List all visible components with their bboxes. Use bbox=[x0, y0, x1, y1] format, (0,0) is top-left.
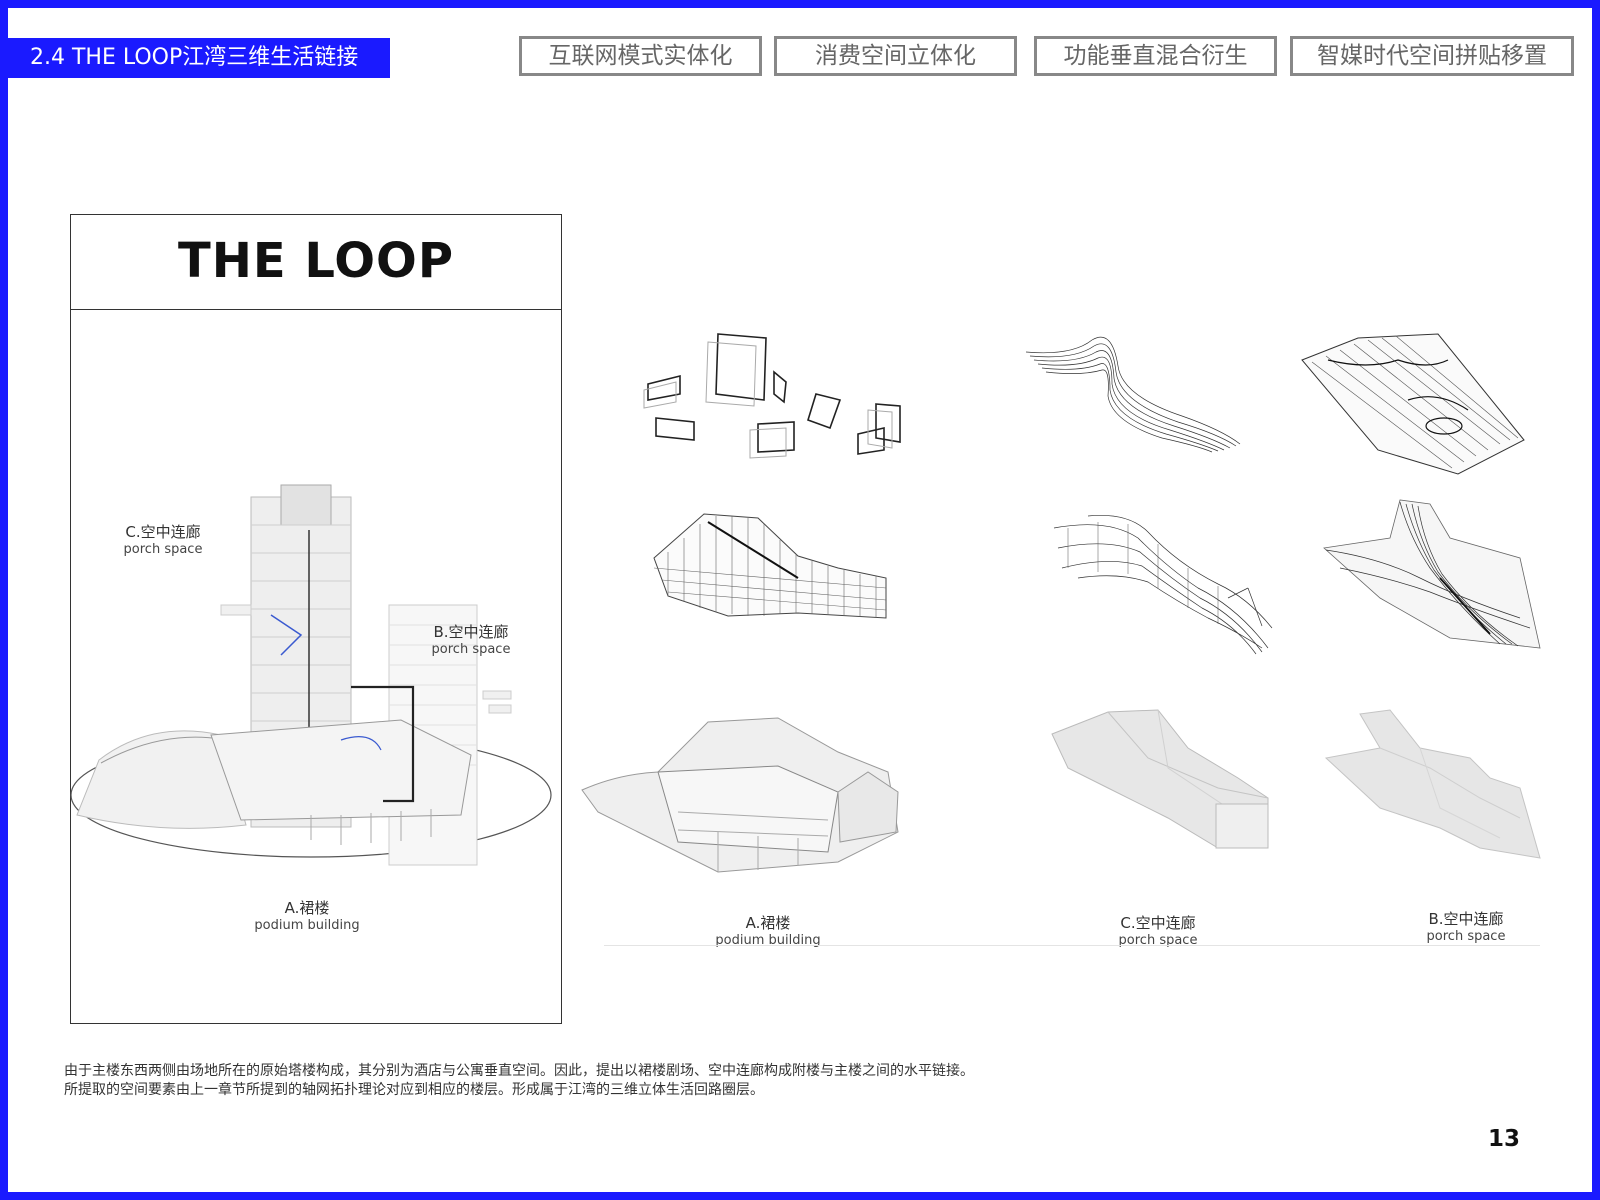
porch-b-lines-drawing bbox=[1301, 333, 1525, 475]
label-a-cn: A.裙楼 bbox=[284, 899, 330, 917]
description-line-1: 由于主楼东西两侧由场地所在的原始塔楼构成，其分别为酒店与公寓垂直空间。因此，提出… bbox=[64, 1063, 974, 1079]
column-podium-en: podium building bbox=[715, 933, 821, 948]
porch-c-massing-drawing bbox=[1051, 709, 1269, 849]
loop-panel: THE LOOP bbox=[70, 214, 562, 1024]
tab-consumer-space[interactable]: 消费空间立体化 bbox=[774, 36, 1017, 76]
label-a-en: podium building bbox=[254, 918, 360, 933]
label-c-porch: C.空中连廊 porch space bbox=[97, 523, 229, 559]
label-b-cn: B.空中连廊 bbox=[433, 623, 509, 641]
panel-header: THE LOOP bbox=[71, 215, 561, 310]
tab-vertical-mix[interactable]: 功能垂直混合衍生 bbox=[1034, 36, 1277, 76]
column-porch-c-en: porch space bbox=[1118, 933, 1198, 948]
label-c-en: porch space bbox=[123, 542, 203, 557]
podium-frames-drawing bbox=[643, 333, 901, 459]
description-text: 由于主楼东西两侧由场地所在的原始塔楼构成，其分别为酒店与公寓垂直空间。因此，提出… bbox=[64, 1062, 1164, 1100]
label-a-podium: A.裙楼 podium building bbox=[231, 899, 383, 935]
porch-b-mesh-drawing bbox=[1323, 499, 1541, 649]
label-c-cn: C.空中连廊 bbox=[125, 523, 201, 541]
porch-c-mesh-drawing bbox=[1053, 515, 1273, 655]
column-label-porch-b: B.空中连廊 porch space bbox=[1390, 910, 1542, 946]
loop-axonometric-drawing bbox=[70, 484, 552, 866]
description-line-2: 所提取的空间要素由上一章节所提到的轴网拓扑理论对应到相应的楼层。形成属于江湾的三… bbox=[64, 1082, 764, 1098]
column-porch-b-cn: B.空中连廊 bbox=[1428, 910, 1504, 928]
podium-mesh-drawing bbox=[653, 513, 887, 619]
label-b-en: porch space bbox=[431, 642, 511, 657]
panel-title: THE LOOP bbox=[177, 233, 455, 289]
column-podium-cn: A.裙楼 bbox=[745, 914, 791, 932]
page-number: 13 bbox=[1487, 1126, 1520, 1152]
section-title: 2.4 THE LOOP江湾三维生活链接 bbox=[8, 38, 390, 78]
column-baseline bbox=[604, 945, 1540, 946]
label-b-porch: B.空中连廊 porch space bbox=[405, 623, 537, 659]
column-label-podium: A.裙楼 podium building bbox=[692, 914, 844, 950]
tab-collage-space[interactable]: 智媒时代空间拼贴移置 bbox=[1290, 36, 1574, 76]
column-porch-c-cn: C.空中连廊 bbox=[1120, 914, 1196, 932]
column-porch-b-en: porch space bbox=[1426, 929, 1506, 944]
tab-internet-mode[interactable]: 互联网模式实体化 bbox=[519, 36, 762, 76]
porch-b-massing-drawing bbox=[1324, 709, 1541, 859]
porch-c-lines-drawing bbox=[1025, 336, 1241, 453]
column-label-porch-c: C.空中连廊 porch space bbox=[1082, 914, 1234, 950]
podium-massing-drawing bbox=[581, 717, 899, 873]
